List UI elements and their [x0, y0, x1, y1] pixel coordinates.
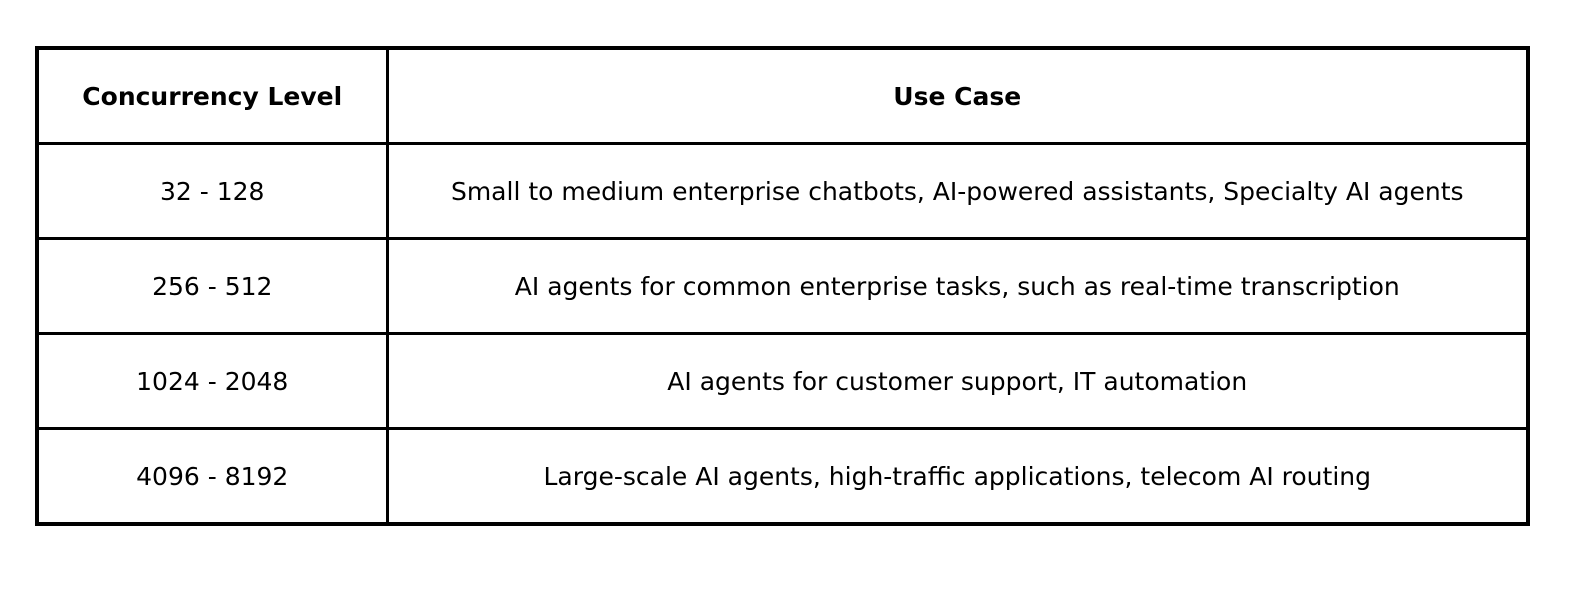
cell-concurrency-level: 256 - 512 [35, 237, 389, 335]
table-header: Concurrency Level Use Case [35, 46, 1530, 145]
cell-concurrency-level: 4096 - 8192 [35, 427, 389, 526]
concurrency-table: Concurrency Level Use Case 32 - 128 Smal… [35, 46, 1530, 526]
header-concurrency-level: Concurrency Level [35, 46, 389, 145]
table-row: 32 - 128 Small to medium enterprise chat… [35, 142, 1530, 240]
table-row: 4096 - 8192 Large-scale AI agents, high-… [35, 427, 1530, 526]
cell-use-case: AI agents for common enterprise tasks, s… [385, 237, 1530, 335]
table-body: 32 - 128 Small to medium enterprise chat… [35, 142, 1530, 526]
table-row: 256 - 512 AI agents for common enterpris… [35, 237, 1530, 335]
header-row: Concurrency Level Use Case [35, 46, 1530, 145]
cell-concurrency-level: 1024 - 2048 [35, 332, 389, 430]
cell-use-case: AI agents for customer support, IT autom… [385, 332, 1530, 430]
cell-concurrency-level: 32 - 128 [35, 142, 389, 240]
cell-use-case: Large-scale AI agents, high-traffic appl… [385, 427, 1530, 526]
cell-use-case: Small to medium enterprise chatbots, AI-… [385, 142, 1530, 240]
table-row: 1024 - 2048 AI agents for customer suppo… [35, 332, 1530, 430]
header-use-case: Use Case [385, 46, 1530, 145]
